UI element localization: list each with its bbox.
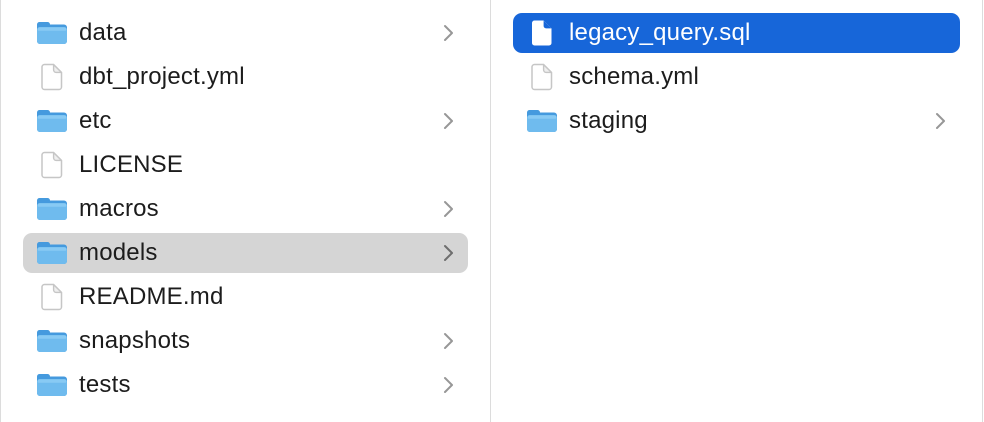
row-legacy-query-sql-selected[interactable]: legacy_query.sql: [491, 11, 982, 55]
file-name: dbt_project.yml: [79, 63, 245, 90]
file-name: LICENSE: [79, 151, 184, 178]
file-name: staging: [569, 107, 648, 134]
file-name: schema.yml: [569, 63, 700, 90]
file-name: data: [79, 19, 127, 46]
file-name: legacy_query.sql: [569, 19, 751, 46]
row-macros[interactable]: macros: [1, 187, 490, 231]
row-readme-md[interactable]: README.md: [1, 275, 490, 319]
folder-icon: [35, 108, 69, 134]
chevron-right-icon: [443, 244, 456, 262]
chevron-right-icon: [443, 376, 456, 394]
row-data[interactable]: data: [1, 11, 490, 55]
document-icon: [35, 283, 69, 311]
chevron-right-icon: [443, 112, 456, 130]
row-etc[interactable]: etc: [1, 99, 490, 143]
document-icon: [35, 63, 69, 91]
row-license[interactable]: LICENSE: [1, 143, 490, 187]
file-name: models: [79, 239, 158, 266]
document-icon: [35, 151, 69, 179]
chevron-right-icon: [935, 112, 948, 130]
column-models-contents: legacy_query.sql schema.yml staging: [491, 0, 983, 422]
folder-icon: [35, 372, 69, 398]
file-name: macros: [79, 195, 159, 222]
file-name: etc: [79, 107, 112, 134]
chevron-right-icon: [443, 200, 456, 218]
document-icon: [525, 19, 559, 47]
file-name: snapshots: [79, 327, 191, 354]
column-models-parent: data dbt_project.yml: [1, 0, 491, 422]
folder-icon: [35, 20, 69, 46]
row-models-selected[interactable]: models: [1, 231, 490, 275]
chevron-right-icon: [443, 24, 456, 42]
row-schema-yml[interactable]: schema.yml: [491, 55, 982, 99]
folder-icon: [35, 240, 69, 266]
row-tests[interactable]: tests: [1, 363, 490, 407]
document-icon: [525, 63, 559, 91]
folder-icon: [35, 328, 69, 354]
file-name: tests: [79, 371, 131, 398]
file-name: README.md: [79, 283, 224, 310]
chevron-right-icon: [443, 332, 456, 350]
folder-icon: [35, 196, 69, 222]
row-staging[interactable]: staging: [491, 99, 982, 143]
folder-icon: [525, 108, 559, 134]
row-dbt-project-yml[interactable]: dbt_project.yml: [1, 55, 490, 99]
row-snapshots[interactable]: snapshots: [1, 319, 490, 363]
